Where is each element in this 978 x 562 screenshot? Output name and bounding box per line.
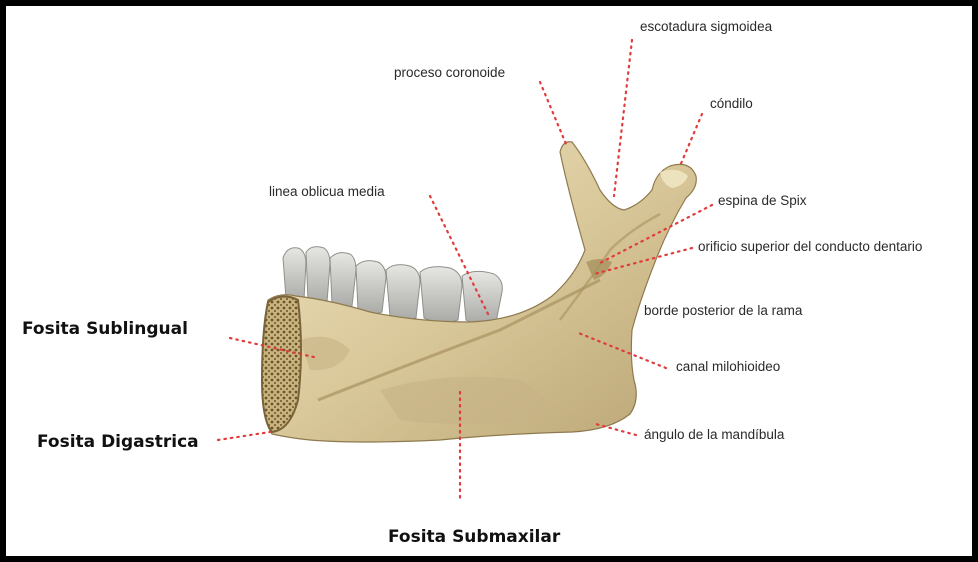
label-canal-milohioideo: canal milohioideo	[676, 359, 780, 374]
label-fosita-submaxilar: Fosita Submaxilar	[388, 527, 560, 547]
tooth	[386, 265, 420, 321]
label-espina-de-spix: espina de Spix	[718, 193, 807, 208]
label-fosita-sublingual: Fosita Sublingual	[22, 319, 188, 339]
tooth	[462, 271, 502, 324]
leader-digastrica	[218, 432, 270, 440]
label-proceso-coronoide: proceso coronoide	[394, 65, 505, 80]
label-orificio-superior: orificio superior del conducto dentario	[698, 239, 922, 254]
leader-escotadura	[614, 40, 632, 196]
label-linea-oblicua-media: linea oblicua media	[269, 184, 385, 199]
tooth	[306, 247, 330, 305]
tooth	[420, 267, 462, 323]
label-borde-posterior: borde posterior de la rama	[644, 303, 802, 318]
label-condilo: cóndilo	[710, 96, 753, 111]
leader-coronoide	[540, 82, 566, 144]
label-angulo-mandibula: ángulo de la mandíbula	[644, 427, 784, 442]
leader-condilo	[680, 114, 702, 166]
label-fosita-digastrica: Fosita Digastrica	[37, 432, 199, 452]
bone-cross-section	[262, 296, 301, 432]
label-escotadura-sigmoidea: escotadura sigmoidea	[640, 19, 772, 34]
tooth	[356, 261, 386, 315]
tooth	[330, 253, 356, 309]
